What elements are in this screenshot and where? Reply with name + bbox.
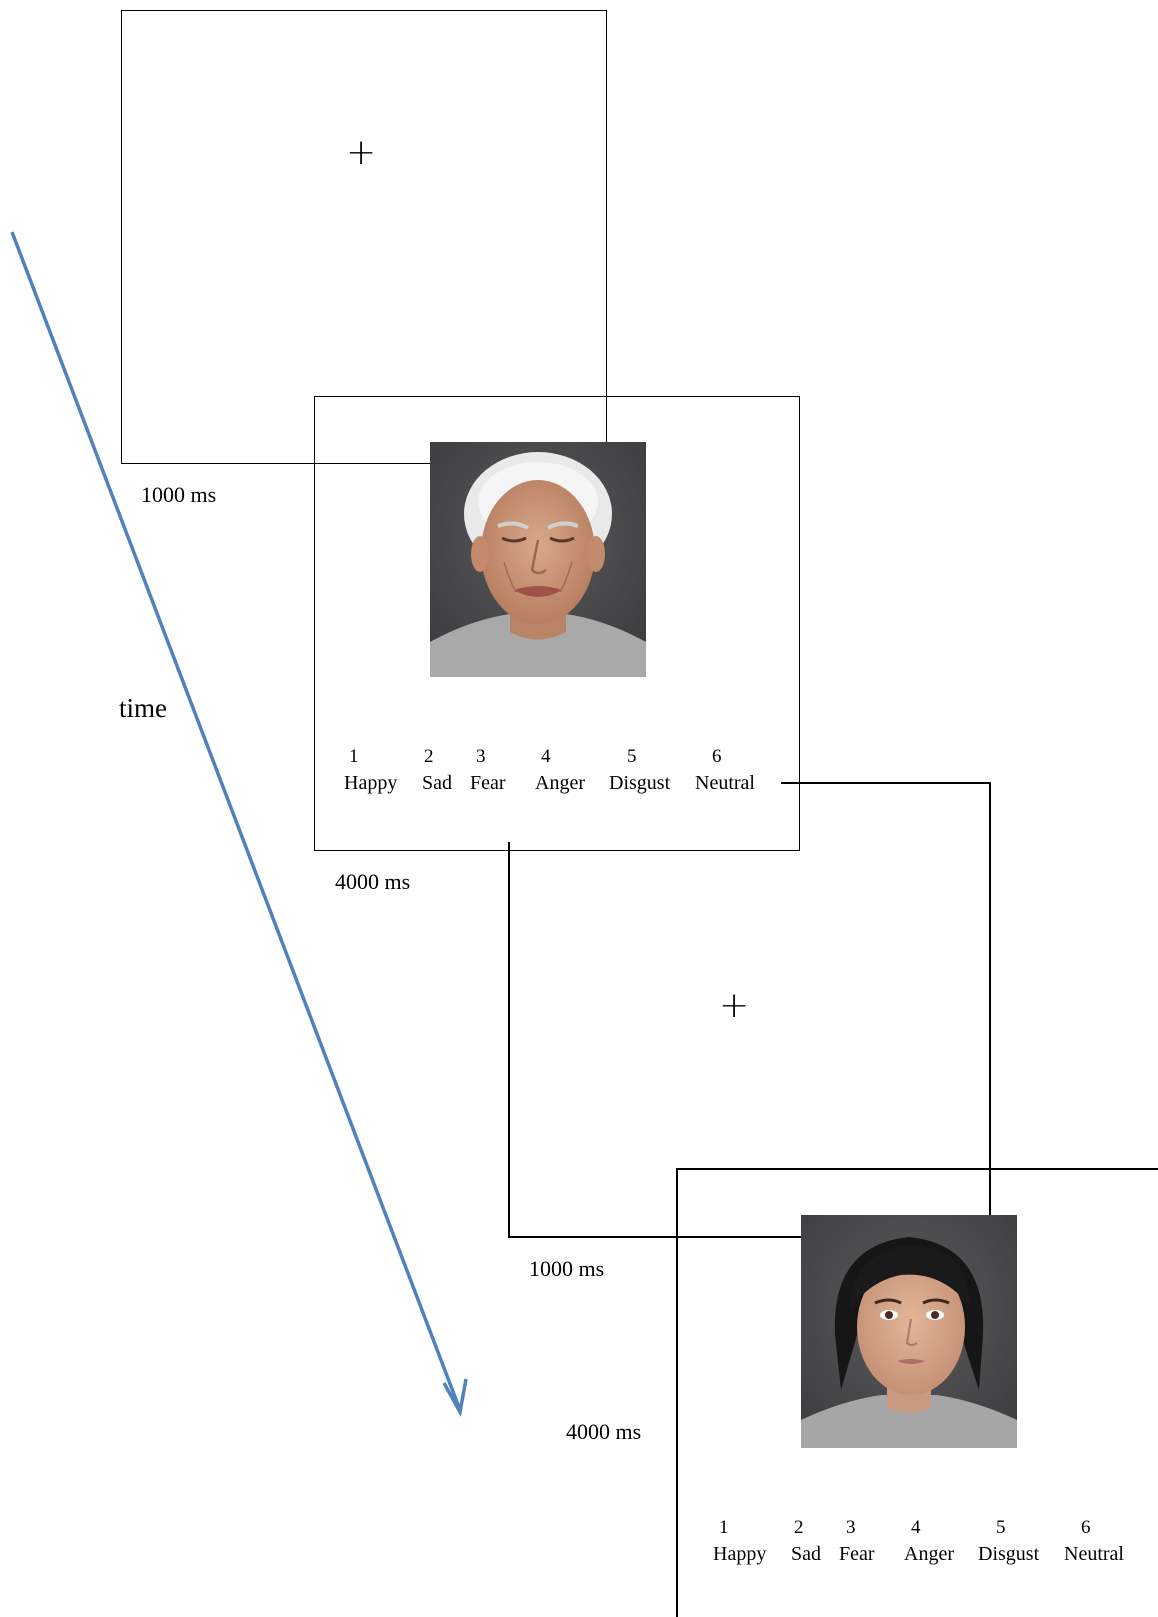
response-label: Neutral (695, 772, 755, 794)
face-frame-2-left-edge (676, 1168, 678, 1617)
fixation-frame-2-bottom-edge (508, 1236, 804, 1238)
response-key: 2 (794, 1517, 804, 1538)
duration-label-face-1: 4000 ms (335, 869, 411, 894)
response-key: 6 (712, 746, 722, 767)
time-axis-label: time (119, 693, 167, 723)
fixation-cross-1: + (346, 132, 377, 173)
response-label: Fear (470, 772, 506, 794)
duration-label-face-2: 4000 ms (566, 1419, 642, 1444)
duration-label-fixation-2: 1000 ms (529, 1256, 605, 1281)
response-key: 3 (846, 1517, 856, 1538)
response-label: Anger (904, 1543, 954, 1565)
response-label: Sad (422, 772, 452, 794)
response-label: Sad (791, 1543, 821, 1565)
fixation-frame-2-right-edge (989, 782, 991, 1219)
face-frame-1 (314, 396, 800, 851)
response-key: 1 (349, 746, 359, 767)
fixation-cross-2: + (719, 985, 750, 1026)
fixation-frame-2-left-edge (508, 842, 510, 1238)
response-key: 6 (1081, 1517, 1091, 1538)
duration-label-fixation-1: 1000 ms (141, 482, 217, 507)
fixation-frame-2-top-edge (781, 782, 991, 784)
response-label: Happy (713, 1543, 767, 1565)
response-label: Disgust (978, 1543, 1040, 1565)
face-photo-2 (801, 1215, 1017, 1448)
response-key: 3 (476, 746, 486, 767)
response-label: Anger (535, 772, 585, 794)
response-key: 1 (719, 1517, 729, 1538)
response-label: Neutral (1064, 1543, 1124, 1565)
response-key: 4 (541, 746, 551, 767)
response-key: 2 (424, 746, 434, 767)
response-key: 4 (911, 1517, 921, 1538)
response-label: Disgust (609, 772, 671, 794)
response-label: Happy (344, 772, 398, 794)
face-photo-1 (430, 442, 646, 677)
face-frame-2-top-edge (676, 1168, 1158, 1170)
response-key: 5 (996, 1517, 1006, 1538)
response-key: 5 (627, 746, 637, 767)
fixation-frame-1 (121, 10, 607, 464)
response-label: Fear (839, 1543, 875, 1565)
